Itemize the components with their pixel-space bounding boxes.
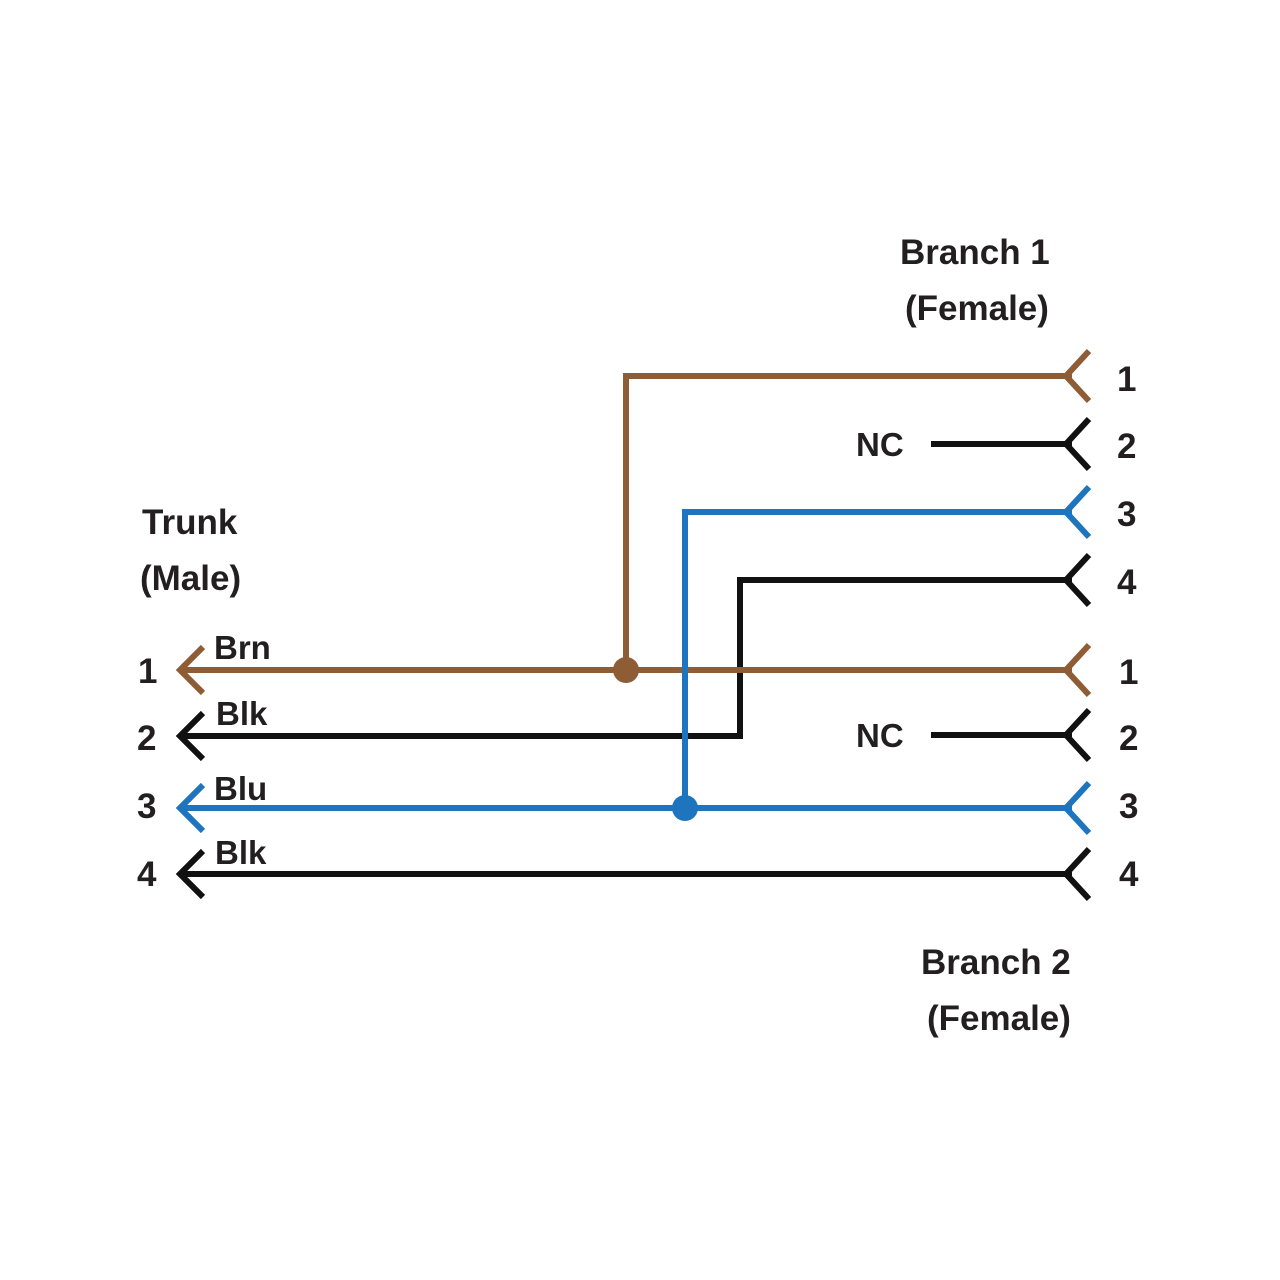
trunk-pin1-male-arrow-icon — [175, 644, 206, 696]
branch2-pin-number: 1 — [1119, 653, 1138, 692]
branch2-title: Branch 2 — [921, 943, 1071, 982]
branch1-title: Branch 1 — [900, 233, 1050, 272]
branch2-pin-number: 4 — [1119, 855, 1139, 894]
trunk-pin4-male-arrow-icon — [175, 848, 206, 900]
branch1-pin2-female-fork-icon — [1061, 416, 1092, 472]
branch1-pin-number: 1 — [1117, 360, 1136, 399]
branch1-pin-number: 4 — [1117, 563, 1137, 602]
branch1-pin3-female-fork-icon — [1061, 484, 1092, 540]
junction-dot-blue — [672, 795, 698, 821]
junction-dot-brown — [613, 657, 639, 683]
branch2-subtitle: (Female) — [927, 999, 1071, 1038]
trunk-subtitle: (Male) — [140, 559, 241, 598]
trunk-wire-color-label: Brn — [214, 629, 271, 666]
branch2-pin2-female-fork-icon — [1061, 707, 1092, 763]
branch1-pin-number: 2 — [1117, 427, 1136, 466]
wire-trunk3-branch1-pin3 — [682, 509, 1072, 808]
trunk-title: Trunk — [142, 503, 238, 542]
branch1-pin1-female-fork-icon — [1061, 348, 1092, 404]
branch1-nc-label: NC — [856, 426, 904, 463]
trunk-pin2-male-arrow-icon — [175, 710, 206, 762]
trunk-pin3-male-arrow-icon — [175, 782, 206, 834]
branch1-pin4-female-fork-icon — [1061, 552, 1092, 608]
wire-trunk2-branch1-pin4 — [180, 577, 1072, 739]
branch1-pin-number: 3 — [1117, 495, 1136, 534]
trunk-pin-number: 3 — [137, 787, 156, 826]
trunk-wire-color-label: Blu — [214, 770, 267, 807]
trunk-pin-number: 1 — [138, 652, 157, 691]
branch2-pin4-female-fork-icon — [1061, 846, 1092, 902]
wire-trunk1-branch1-pin1 — [623, 373, 1072, 670]
trunk-pin-number: 4 — [137, 855, 157, 894]
branch2-pin1-female-fork-icon — [1061, 642, 1092, 698]
trunk-wire-color-label: Blk — [216, 695, 268, 732]
branch2-pin-number: 3 — [1119, 787, 1138, 826]
trunk-pin-number: 2 — [137, 719, 156, 758]
branch2-nc-label: NC — [856, 717, 904, 754]
branch2-pin-number: 2 — [1119, 719, 1138, 758]
branch2-pin3-female-fork-icon — [1061, 780, 1092, 836]
branch1-subtitle: (Female) — [905, 289, 1049, 328]
trunk-wire-color-label: Blk — [215, 834, 267, 871]
